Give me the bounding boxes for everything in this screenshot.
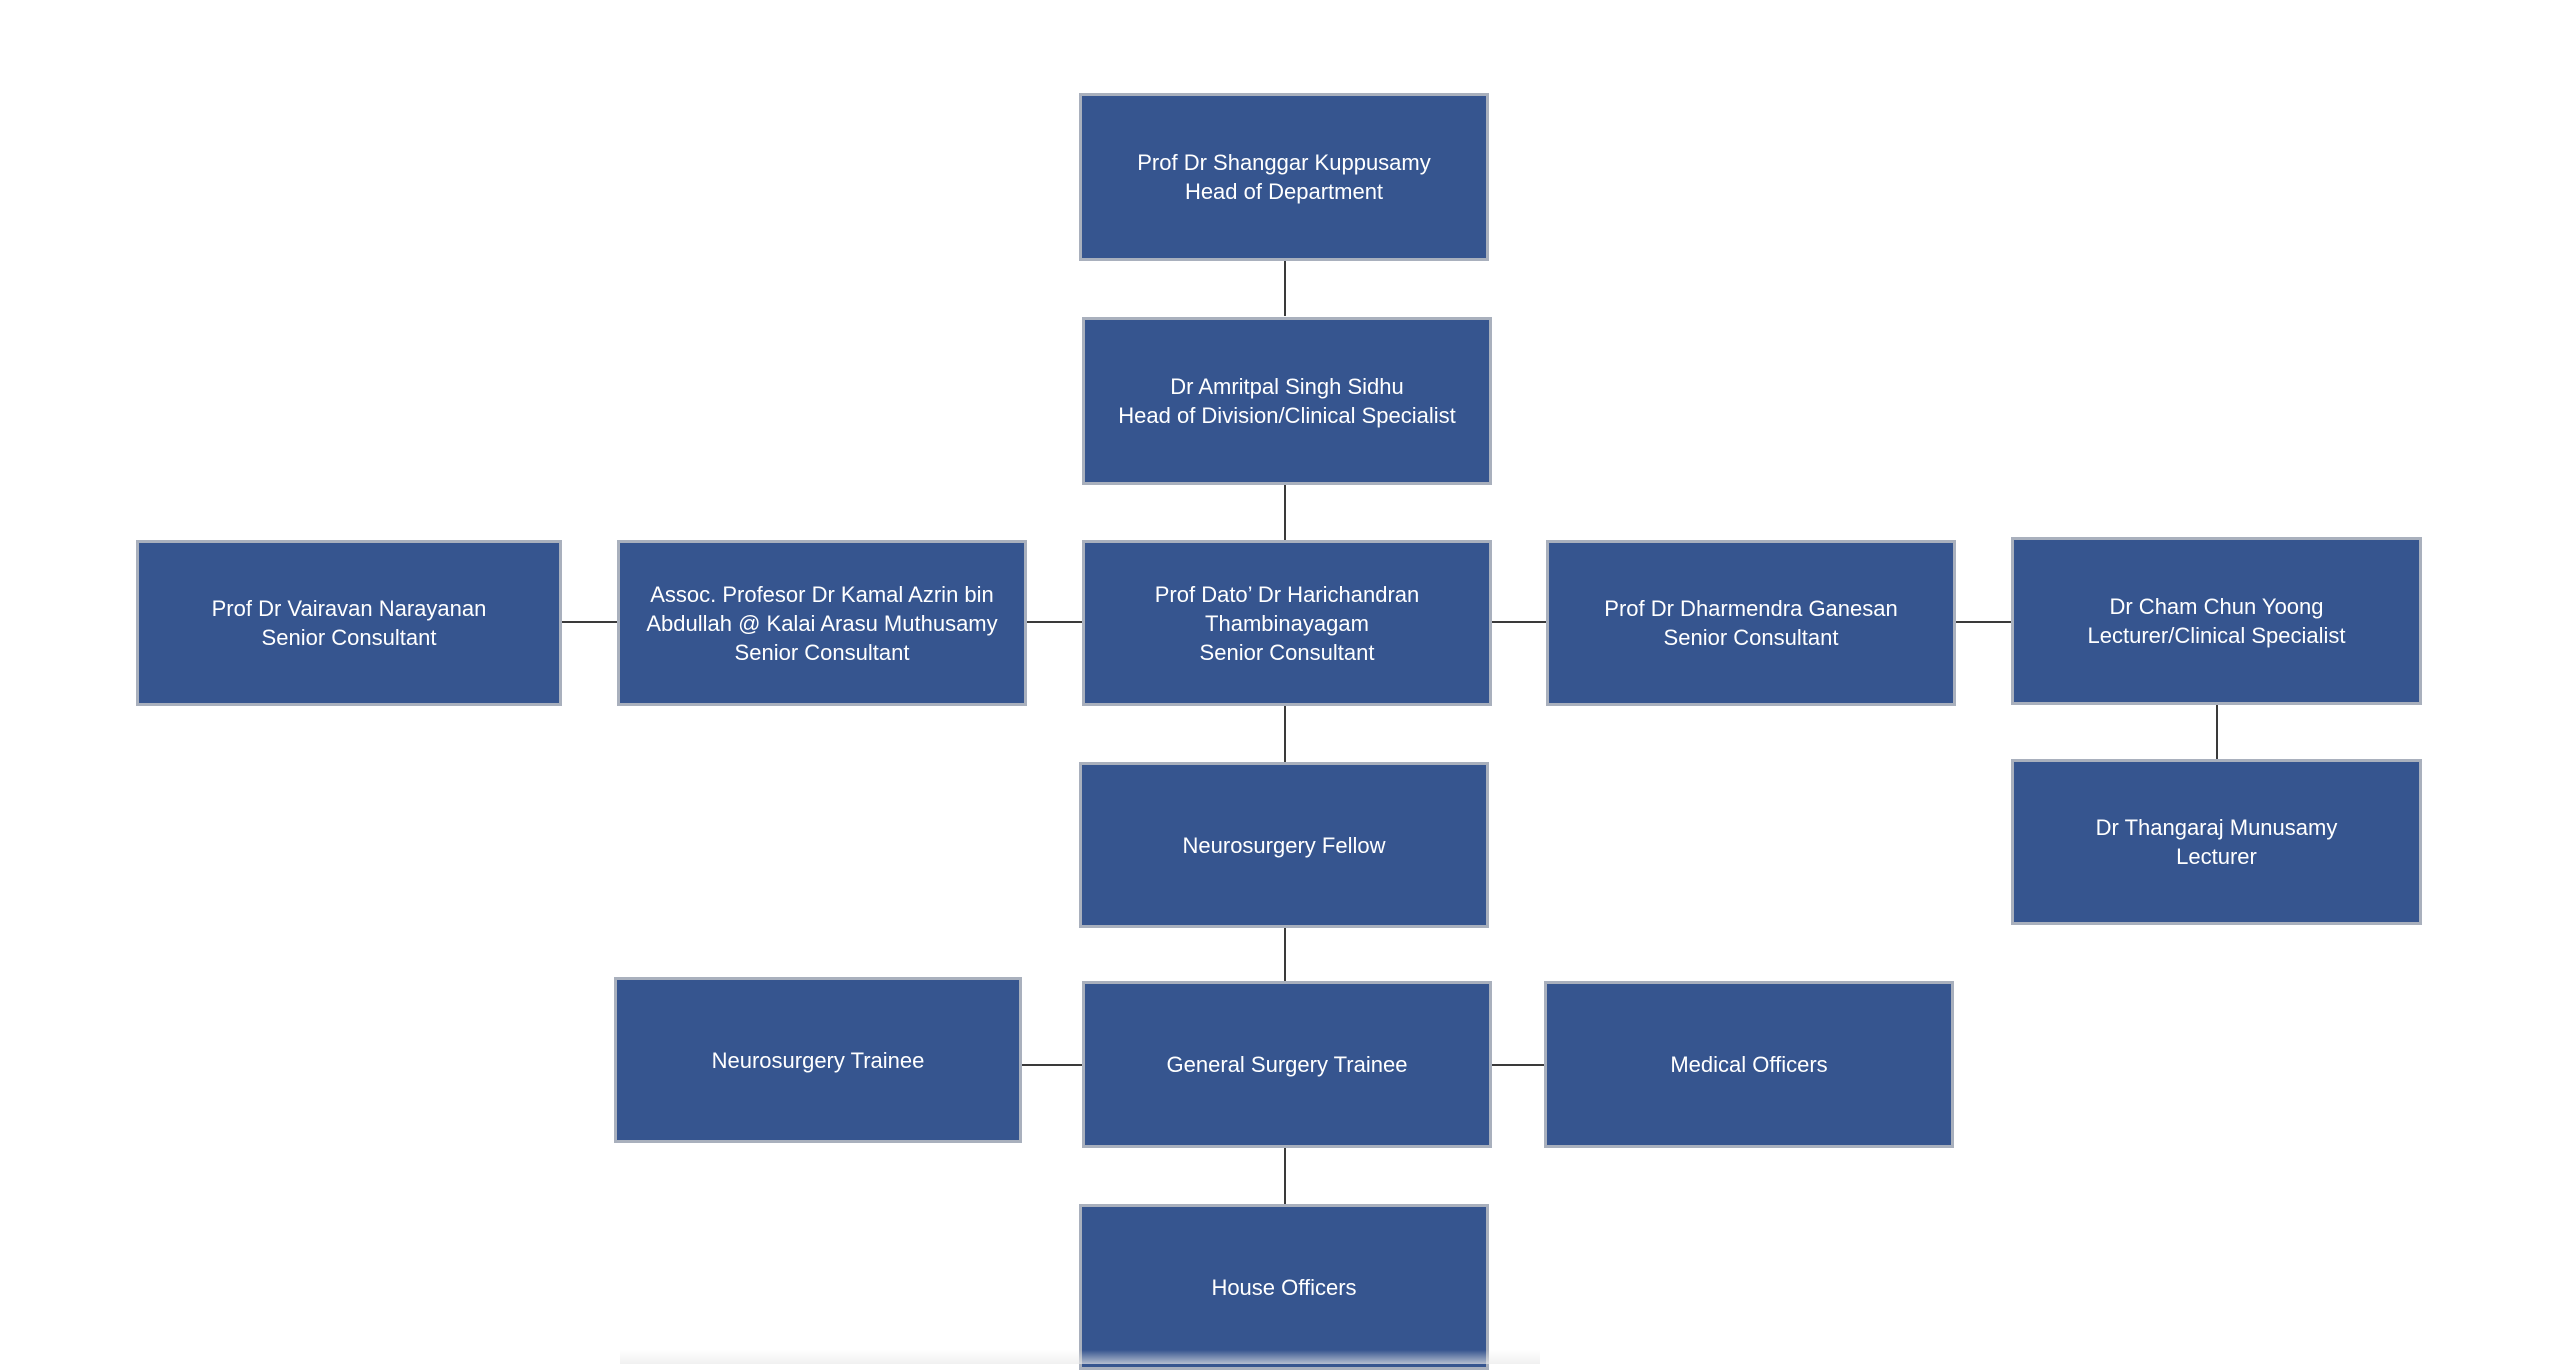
node-label: Prof Dr Shanggar Kuppusamy Head of Depar… — [1137, 150, 1431, 204]
node-label: Neurosurgery Fellow — [1182, 832, 1386, 858]
node-neurosurgery-trainee: Neurosurgery Trainee — [614, 977, 1022, 1143]
node-consultant-dharmendra: Prof Dr Dharmendra Ganesan Senior Consul… — [1546, 540, 1956, 706]
node-label: Dr Thangaraj Munusamy Lecturer — [2095, 815, 2338, 869]
node-lecturer-thangaraj: Dr Thangaraj Munusamy Lecturer — [2011, 759, 2422, 925]
node-label: House Officers — [1211, 1274, 1357, 1300]
node-general-surgery-trainee: General Surgery Trainee — [1082, 981, 1492, 1148]
bottom-fade — [620, 1350, 1540, 1364]
node-label: Dr Amritpal Singh Sidhu Head of Division… — [1118, 374, 1456, 428]
node-label: General Surgery Trainee — [1166, 1052, 1408, 1077]
node-label: Prof Dato’ Dr Harichandran Thambinayagam… — [1154, 581, 1420, 665]
node-head-of-division: Dr Amritpal Singh Sidhu Head of Division… — [1082, 317, 1492, 485]
node-neurosurgery-fellow: Neurosurgery Fellow — [1079, 762, 1489, 928]
node-head-of-department: Prof Dr Shanggar Kuppusamy Head of Depar… — [1079, 93, 1489, 261]
node-consultant-kamal: Assoc. Profesor Dr Kamal Azrin bin Abdul… — [617, 540, 1027, 706]
node-consultant-harichandran: Prof Dato’ Dr Harichandran Thambinayagam… — [1082, 540, 1492, 706]
node-label: Prof Dr Vairavan Narayanan Senior Consul… — [211, 596, 487, 650]
node-lecturer-cham: Dr Cham Chun Yoong Lecturer/Clinical Spe… — [2011, 537, 2422, 705]
node-label: Prof Dr Dharmendra Ganesan Senior Consul… — [1604, 596, 1898, 650]
node-medical-officers: Medical Officers — [1544, 981, 1954, 1148]
node-label: Neurosurgery Trainee — [711, 1047, 925, 1073]
node-label: Assoc. Profesor Dr Kamal Azrin bin Abdul… — [646, 581, 998, 665]
node-house-officers: House Officers — [1079, 1204, 1489, 1370]
node-consultant-vairavan: Prof Dr Vairavan Narayanan Senior Consul… — [136, 540, 562, 706]
node-label: Medical Officers — [1670, 1052, 1828, 1077]
node-label: Dr Cham Chun Yoong Lecturer/Clinical Spe… — [2087, 594, 2346, 648]
